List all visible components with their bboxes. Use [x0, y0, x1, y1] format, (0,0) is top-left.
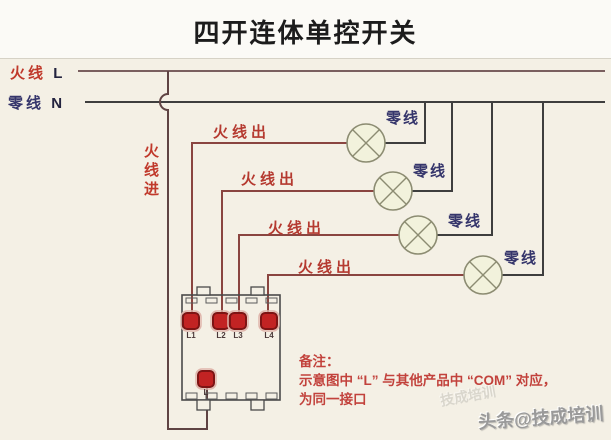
- live-out-wire-3: [238, 234, 399, 313]
- page-title: 四开连体单控开关: [193, 18, 418, 48]
- live-out-label-1: 火线出: [213, 124, 271, 141]
- neutral-label-3: 零线: [448, 213, 483, 230]
- neutral-bus-name: 零线: [8, 95, 45, 112]
- terminal-l2: [210, 310, 232, 332]
- neutral-bus-letter: N: [51, 95, 66, 112]
- terminal-l1: [180, 310, 202, 332]
- terminal-label-l3: L3: [233, 331, 243, 340]
- live-out-label-2: 火线出: [241, 171, 299, 188]
- live-feed-wire: [159, 71, 208, 430]
- terminal-label-l4: L4: [264, 331, 274, 340]
- terminal-label-common: L: [203, 388, 209, 397]
- neutral-label-2: 零线: [413, 163, 448, 180]
- terminal-l3: [227, 310, 249, 332]
- lamp-icon-4: [463, 255, 503, 295]
- title-bar: [0, 0, 611, 59]
- neutral-bus-label: 零线 N: [8, 92, 65, 113]
- mounting-tab: [196, 286, 211, 296]
- note-block: 备注： 示意图中 “L” 与其他产品中 “COM” 对应， 为同一接口: [299, 352, 556, 409]
- neutral-wire-4: [502, 102, 544, 276]
- lamp-icon-1: [346, 123, 386, 163]
- live-in-label: 火线进: [142, 143, 159, 200]
- neutral-label-4: 零线: [504, 250, 539, 267]
- note-line-1: 示意图中 “L” 与其他产品中 “COM” 对应，: [299, 373, 557, 388]
- live-bus-name: 火线: [10, 65, 47, 82]
- terminal-l4: [258, 310, 280, 332]
- live-out-wire-4: [267, 274, 464, 313]
- lamp-icon-3: [398, 215, 438, 255]
- terminal-common: [195, 368, 217, 390]
- neutral-wire-2: [412, 102, 453, 192]
- terminal-strip-bottom: [185, 392, 278, 400]
- mounting-tab: [250, 399, 265, 411]
- live-bus-letter: L: [53, 65, 66, 82]
- terminal-label-l2: L2: [216, 331, 226, 340]
- lamp-icon-2: [373, 171, 413, 211]
- terminal-label-l1: L1: [186, 331, 196, 340]
- live-out-label-4: 火线出: [298, 259, 356, 276]
- neutral-wire-3: [437, 102, 493, 236]
- switch-box: [180, 286, 281, 411]
- mounting-tab: [250, 286, 265, 296]
- live-out-wire-1: [191, 142, 347, 313]
- terminal-strip-top: [185, 297, 278, 304]
- neutral-wire-1: [385, 102, 426, 144]
- note-line-2: 为同一接口: [299, 392, 367, 407]
- live-out-wire-2: [221, 190, 374, 313]
- note-heading: 备注：: [299, 354, 340, 369]
- neutral-label-1: 零线: [386, 110, 421, 127]
- mounting-tab: [196, 399, 211, 411]
- live-out-label-3: 火线出: [268, 220, 326, 237]
- live-bus-label: 火线 L: [10, 62, 65, 83]
